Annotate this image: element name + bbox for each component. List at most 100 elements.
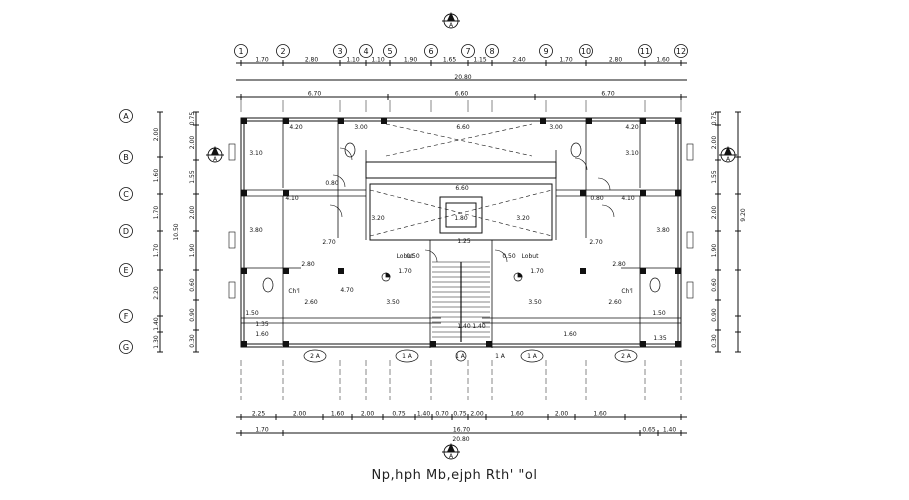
room-dimension: 3.10 xyxy=(249,150,263,157)
structural-column xyxy=(675,118,681,124)
dim-value-bottom-1: 1.40 xyxy=(417,411,431,418)
grid-bubble-col xyxy=(424,44,438,58)
section-tag: A xyxy=(449,453,454,460)
dim-value-right-inner: 1.55 xyxy=(711,170,718,184)
dim-value-bottom-1: 0.75 xyxy=(453,411,467,418)
room-label: Lobut xyxy=(522,253,540,260)
dim-value-bottom-2: 1.70 xyxy=(255,427,269,434)
room-dimension: 3.00 xyxy=(354,124,368,131)
dim-value-left-inner: 0.90 xyxy=(189,308,196,322)
dim-value-bottom-1: 2.00 xyxy=(555,411,569,418)
section-arrow-icon xyxy=(447,12,455,21)
central-hall xyxy=(369,183,553,241)
dim-value-left-outer: 1.30 xyxy=(153,335,160,349)
room-label: Ch'l xyxy=(621,288,633,295)
dim-value-left-outer: 1.70 xyxy=(153,206,160,220)
room-dimension: 2.70 xyxy=(322,239,336,246)
room-dimension: 3.50 xyxy=(528,299,542,306)
section-arrow-icon xyxy=(447,443,455,452)
toilet-icon xyxy=(262,277,274,293)
dim-value-bottom-2: 1.40 xyxy=(663,427,677,434)
level-marker-fill xyxy=(517,272,523,278)
grid-col-label: 11 xyxy=(640,47,650,56)
window-icon xyxy=(686,231,694,249)
toilet-icon xyxy=(570,142,582,158)
dim-value-top-1: 1.10 xyxy=(346,57,360,64)
door-swing xyxy=(597,177,611,191)
grid-bubble-col xyxy=(234,44,248,58)
grid-bubble-col xyxy=(461,44,475,58)
room-label: 1 A xyxy=(495,353,506,360)
grid-row-label: F xyxy=(124,312,129,321)
balcony-tag xyxy=(614,349,638,363)
grid-col-label: 9 xyxy=(543,47,548,56)
room-dimension: 3.80 xyxy=(249,227,263,234)
dim-value-left-outer: 1.40 xyxy=(153,317,160,331)
grid-bubble-col xyxy=(276,44,290,58)
section-tag: A xyxy=(726,156,731,163)
structural-column xyxy=(580,268,586,274)
structural-column xyxy=(640,118,646,124)
structural-column xyxy=(241,341,247,347)
dim-value-right-inner: 2.00 xyxy=(711,136,718,150)
structural-column xyxy=(241,118,247,124)
grid-bubble-col xyxy=(579,44,593,58)
room-dimension: 0.50 xyxy=(406,253,420,260)
room-dimension: 0.80 xyxy=(325,180,339,187)
dim-value-left-inner: 1.90 xyxy=(189,244,196,258)
door-swing xyxy=(339,147,353,161)
dim-value-right-inner: 0.60 xyxy=(711,278,718,292)
door-swing xyxy=(574,157,588,171)
dim-value-left-outer: 1.70 xyxy=(153,244,160,258)
dim-value-top-2: 6.70 xyxy=(308,91,322,98)
section-marker-left: A xyxy=(206,146,224,163)
door-swing xyxy=(329,204,343,218)
grid-col-label: 4 xyxy=(363,47,368,56)
grid-row-label: G xyxy=(123,343,129,352)
room-dimension: 2.80 xyxy=(301,261,315,268)
room-dimension: 1.60 xyxy=(255,331,269,338)
dim-value-left-outer: 2.20 xyxy=(153,286,160,300)
grid-col-label: 8 xyxy=(489,47,494,56)
room-dimension: 3.20 xyxy=(371,215,385,222)
dim-value-bottom-1: 2.00 xyxy=(293,411,307,418)
window-icon xyxy=(228,143,236,161)
grid-col-label: 1 xyxy=(238,47,243,56)
structural-column xyxy=(430,341,436,347)
void-diagonal xyxy=(369,189,553,237)
structural-column xyxy=(241,268,247,274)
dim-value-top-1: 1.70 xyxy=(559,57,573,64)
room-dimension: 1.50 xyxy=(652,310,666,317)
grid-bubble-col xyxy=(359,44,373,58)
window-icon xyxy=(228,281,236,299)
lightwell-strip xyxy=(365,161,557,179)
door-swing xyxy=(424,249,438,263)
dim-value-top-1: 1.10 xyxy=(371,57,385,64)
grid-col-label: 6 xyxy=(428,47,433,56)
dim-value-bottom-1: 2.00 xyxy=(361,411,375,418)
grid-col-label: 12 xyxy=(676,47,686,56)
dim-value-top-2: 6.60 xyxy=(455,91,469,98)
dim-value-left-inner: 0.30 xyxy=(189,334,196,348)
grid-bubble-row xyxy=(119,309,133,323)
dim-value-bottom-1: 1.60 xyxy=(510,411,524,418)
dim-value-bottom-1: 1.60 xyxy=(593,411,607,418)
grid-row-label: A xyxy=(123,112,129,121)
void-diagonal xyxy=(385,123,533,157)
grid-bubble-col xyxy=(383,44,397,58)
structural-column xyxy=(338,118,344,124)
dim-value-left-inner: 2.00 xyxy=(189,136,196,150)
section-marker-bottom: A xyxy=(442,443,460,460)
grid-col-label: 7 xyxy=(465,47,470,56)
structural-column xyxy=(640,268,646,274)
room-dimension: 2.80 xyxy=(612,261,626,268)
section-arrow-icon xyxy=(211,146,219,155)
structural-column xyxy=(586,118,592,124)
balcony-tag xyxy=(303,349,327,363)
room-label: 1 A xyxy=(402,353,413,360)
room-dimension: 0.80 xyxy=(590,195,604,202)
door-swing xyxy=(332,174,346,188)
structural-column xyxy=(241,190,247,196)
toilet-icon xyxy=(344,142,356,158)
structural-column xyxy=(640,341,646,347)
